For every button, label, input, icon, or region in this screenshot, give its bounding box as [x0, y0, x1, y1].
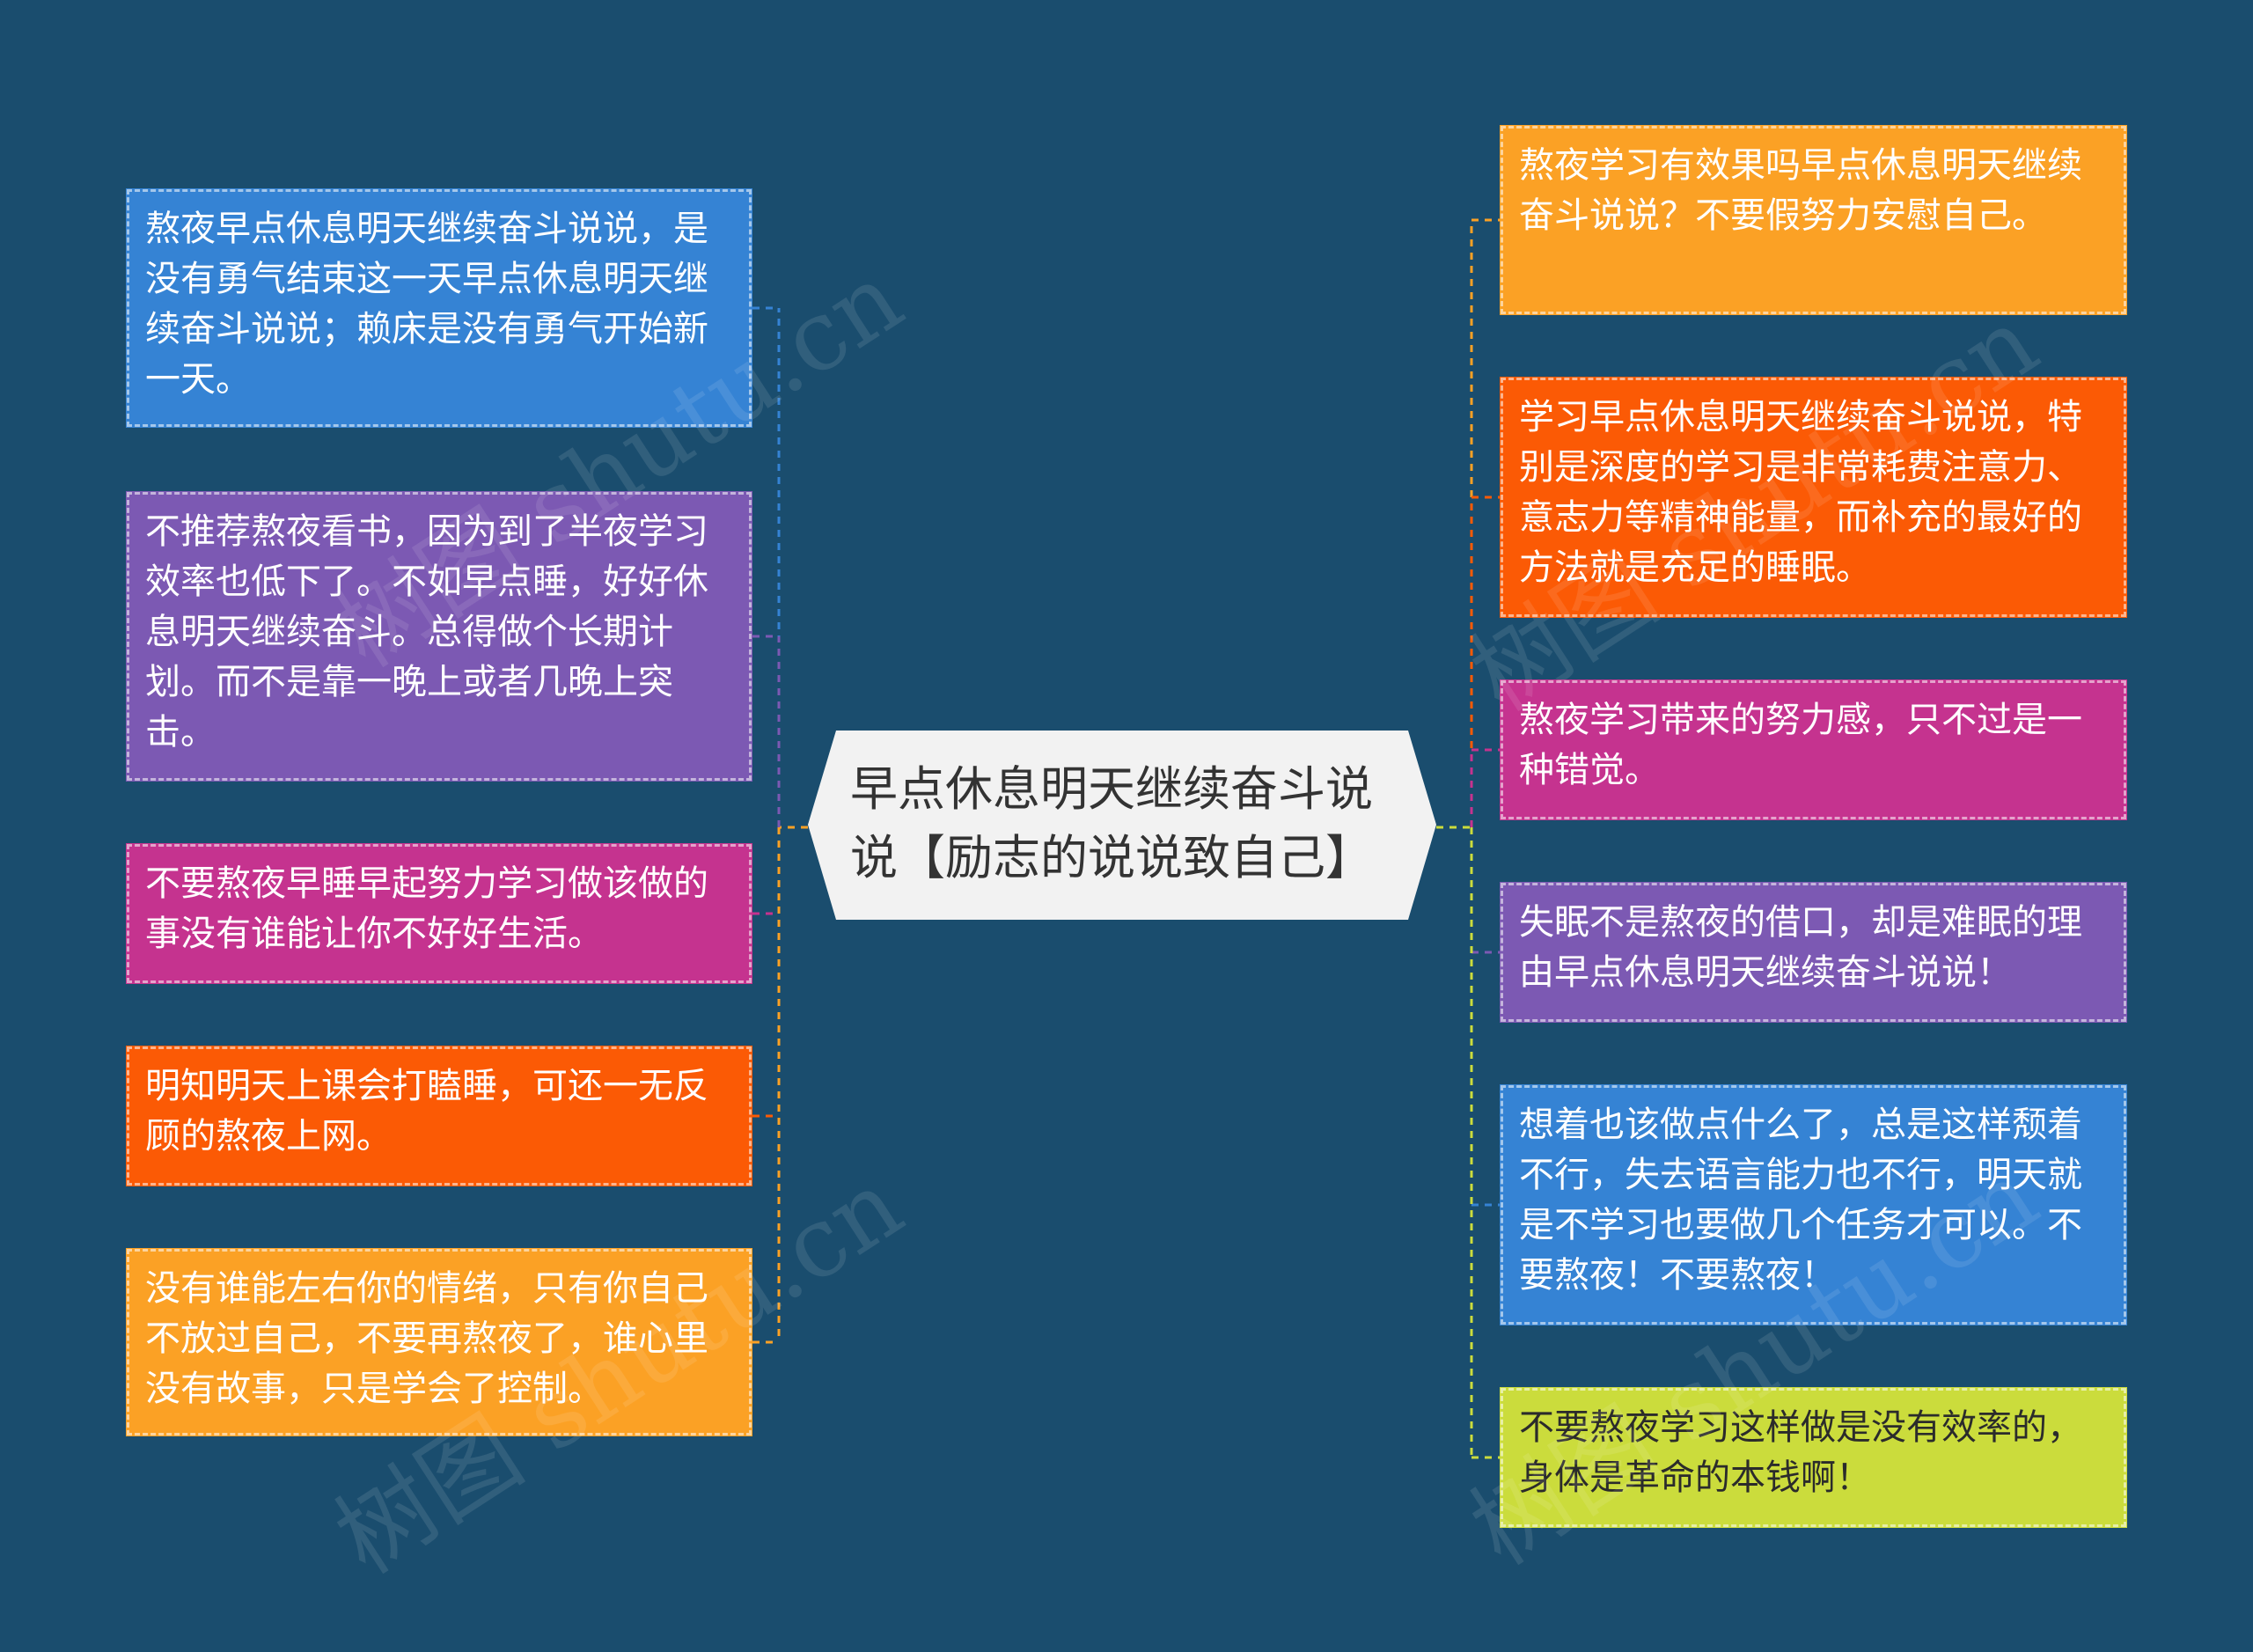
- center-topic-shape: [808, 731, 1436, 920]
- topic-node-r6[interactable]: 不要熬夜学习这样做是没有效率的，身体是革命的本钱啊！: [1500, 1387, 2127, 1528]
- topic-node-l5[interactable]: 没有谁能左右你的情绪，只有你自己不放过自己，不要再熬夜了，谁心里没有故事，只是学…: [126, 1248, 752, 1436]
- topic-node-l3[interactable]: 不要熬夜早睡早起努力学习做该做的事没有谁能让你不好好生活。: [126, 843, 752, 984]
- topic-node-r3[interactable]: 熬夜学习带来的努力感，只不过是一种错觉。: [1500, 679, 2127, 820]
- center-topic-text: 早点休息明天继续奋斗说说【励志的说说致自己】: [850, 761, 1373, 885]
- topic-node-r5[interactable]: 想着也该做点什么了，总是这样颓着不行，失去语言能力也不行，明天就是不学习也要做几…: [1500, 1084, 2127, 1325]
- topic-node-l1[interactable]: 熬夜早点休息明天继续奋斗说说，是没有勇气结束这一天早点休息明天继续奋斗说说；赖床…: [126, 188, 752, 428]
- topic-node-l4[interactable]: 明知明天上课会打瞌睡，可还一无反顾的熬夜上网。: [126, 1046, 752, 1186]
- center-topic-node[interactable]: 早点休息明天继续奋斗说说【励志的说说致自己】: [808, 731, 1436, 920]
- topic-node-r1[interactable]: 熬夜学习有效果吗早点休息明天继续奋斗说说？不要假努力安慰自己。: [1500, 125, 2127, 315]
- topic-node-r2[interactable]: 学习早点休息明天继续奋斗说说，特别是深度的学习是非常耗费注意力、意志力等精神能量…: [1500, 377, 2127, 618]
- topic-node-r4[interactable]: 失眠不是熬夜的借口，却是难眠的理由早点休息明天继续奋斗说说！: [1500, 882, 2127, 1023]
- topic-node-l2[interactable]: 不推荐熬夜看书，因为到了半夜学习效率也低下了。不如早点睡，好好休息明天继续奋斗。…: [126, 491, 752, 782]
